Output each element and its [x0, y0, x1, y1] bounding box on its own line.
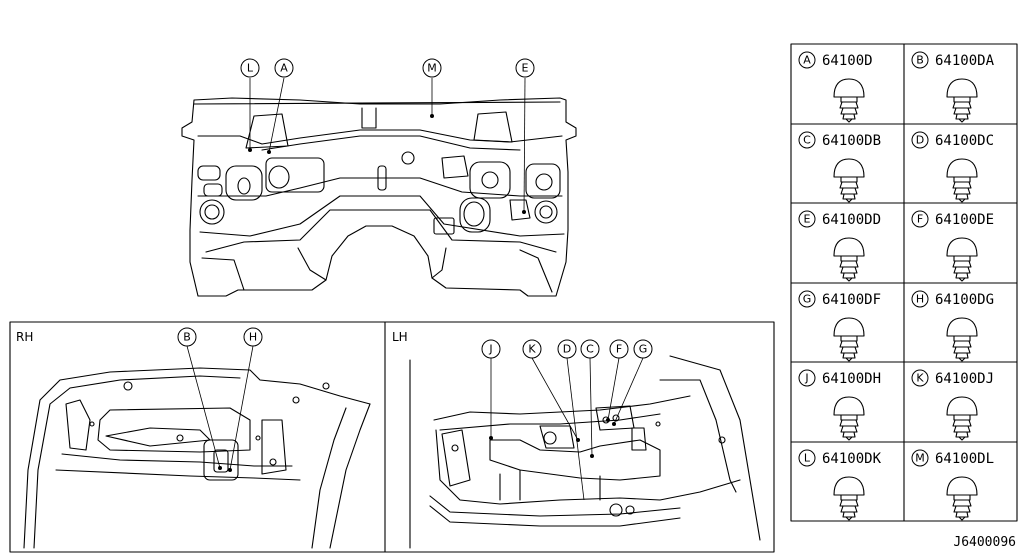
legend-cell-d: D 64100DC [911, 131, 994, 203]
callout-letter: K [528, 343, 536, 356]
part-letter-badge: L [798, 449, 816, 467]
callout-letter: A [280, 62, 288, 75]
clip-icon [833, 476, 865, 521]
callout-letter: L [247, 62, 254, 75]
legend-cell-b: B 64100DA [911, 51, 995, 123]
part-number: 64100DA [935, 53, 995, 69]
clip-icon [946, 396, 978, 441]
callout-e: E [515, 58, 535, 78]
part-number: 64100DC [935, 133, 994, 149]
detail-frame [9, 321, 775, 553]
legend-cell-k: K 64100DJ [911, 369, 994, 441]
callout-letter: J [488, 343, 492, 356]
callout-f: F [609, 339, 629, 359]
clip-icon [833, 158, 865, 203]
part-letter-badge: H [911, 290, 929, 308]
part-letter: C [803, 134, 811, 147]
clip-icon [833, 396, 865, 441]
part-letter-badge: E [798, 210, 816, 228]
callout-letter: M [427, 62, 437, 75]
part-number: 64100DB [822, 133, 881, 149]
legend-cell-j: J 64100DH [798, 369, 881, 441]
callout-k: K [522, 339, 542, 359]
part-letter-badge: K [911, 369, 929, 387]
part-number: 64100DH [822, 371, 881, 387]
callout-j: J [481, 339, 501, 359]
part-number: 64100D [822, 53, 873, 69]
part-letter-badge: D [911, 131, 929, 149]
legend-cell-l: L 64100DK [798, 449, 882, 521]
part-letter: H [916, 293, 924, 306]
callout-m: M [422, 58, 442, 78]
part-letter-badge: G [798, 290, 816, 308]
clip-icon [946, 158, 978, 203]
part-letter: G [803, 293, 812, 306]
callout-d: D [557, 339, 577, 359]
diagram-code: J6400096 [953, 535, 1016, 550]
part-letter-badge: M [911, 449, 929, 467]
clip-icon [946, 476, 978, 521]
rh-label: RH [16, 330, 33, 344]
part-letter: M [915, 452, 925, 465]
legend-cell-e: E 64100DD [798, 210, 881, 282]
callout-letter: F [616, 343, 622, 356]
part-number: 64100DJ [935, 371, 994, 387]
part-letter: A [803, 54, 811, 67]
legend-cell-a: A 64100D [798, 51, 873, 123]
rh-detail-drawing [23, 345, 371, 549]
clip-icon [946, 317, 978, 362]
lh-label: LH [392, 330, 408, 344]
callout-b: B [177, 327, 197, 347]
legend-cell-g: G 64100DF [798, 290, 881, 362]
clip-icon [833, 317, 865, 362]
part-letter: K [916, 372, 924, 385]
part-letter-badge: A [798, 51, 816, 69]
callout-g: G [633, 339, 653, 359]
callout-a: A [274, 58, 294, 78]
dash-panel-drawing [181, 77, 577, 297]
part-letter: D [916, 134, 924, 147]
part-number: 64100DL [935, 451, 994, 467]
lh-detail-drawing [409, 355, 761, 549]
callout-letter: E [522, 62, 529, 75]
clip-icon [946, 78, 978, 123]
legend-cell-c: C 64100DB [798, 131, 881, 203]
part-letter-badge: J [798, 369, 816, 387]
part-letter-badge: B [911, 51, 929, 69]
callout-l: L [240, 58, 260, 78]
callout-letter: D [563, 343, 571, 356]
part-letter: L [804, 452, 811, 465]
part-number: 64100DG [935, 292, 994, 308]
callout-letter: H [249, 331, 257, 344]
part-letter-badge: C [798, 131, 816, 149]
legend-cell-f: F 64100DE [911, 210, 994, 282]
part-letter: E [804, 213, 811, 226]
part-letter: J [804, 372, 808, 385]
part-letter-badge: F [911, 210, 929, 228]
clip-icon [833, 78, 865, 123]
legend-cell-m: M 64100DL [911, 449, 994, 521]
callout-h: H [243, 327, 263, 347]
callout-letter: G [639, 343, 648, 356]
legend-cell-h: H 64100DG [911, 290, 994, 362]
clip-icon [946, 237, 978, 282]
part-number: 64100DD [822, 212, 881, 228]
part-number: 64100DF [822, 292, 881, 308]
part-letter: B [916, 54, 924, 67]
callout-c: C [580, 339, 600, 359]
part-number: 64100DE [935, 212, 994, 228]
part-letter: F [917, 213, 923, 226]
part-number: 64100DK [822, 451, 882, 467]
clip-icon [833, 237, 865, 282]
callout-letter: B [183, 331, 191, 344]
callout-letter: C [586, 343, 594, 356]
